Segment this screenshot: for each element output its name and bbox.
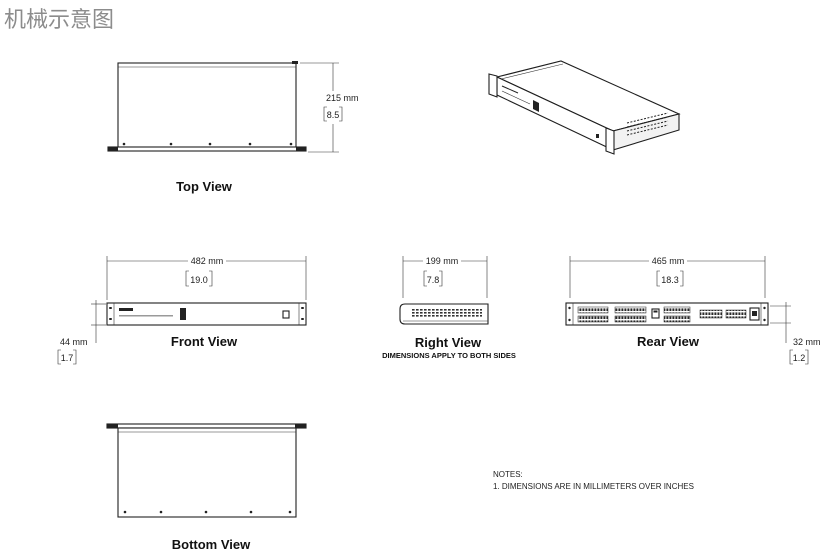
page-title: 机械示意图 [4,8,114,33]
rear-view-mount-hole [568,306,571,310]
iso-logo [501,85,519,94]
notes-heading: NOTES: [493,470,523,479]
iso-front-button [596,134,599,138]
right-view-note: DIMENSIONS APPLY TO BOTH SIDES [382,351,516,360]
bottom-view-screw [204,510,208,514]
front-view-height-mm: 44 mm [60,337,88,347]
rear-view-terminal-block [577,315,609,323]
front-view-height-inch-bracket [57,349,77,365]
top-view-depth-mm: 215 mm [326,93,359,103]
right-view-drawing: 199 mm 7.8 [399,256,489,325]
bottom-view-screw [288,510,292,514]
rear-view-drawing: 465 mm 18.3 32 mm 1.2 [565,256,821,365]
top-view-screw [208,142,212,146]
bottom-view-drawing [106,423,307,518]
iso-side-vents [626,116,669,128]
rear-view-terminal-block [725,309,747,319]
front-view-width-in: 19.0 [190,275,208,285]
front-view-button [282,310,290,319]
notes-item: 1. DIMENSIONS ARE IN MILLIMETERS OVER IN… [493,482,694,491]
bottom-view-ear-left [107,424,118,428]
rear-view-height-mm: 32 mm [793,337,821,347]
rear-view-width-in: 18.3 [661,275,679,285]
front-view-width-inch-bracket [185,270,213,287]
front-view-mount-hole [301,307,304,309]
front-view-mount-hole [301,318,304,320]
top-view-label: Top View [176,179,233,194]
iso-ear-left [488,73,498,98]
top-view-screw [122,142,126,146]
right-view-depth-in: 7.8 [427,275,440,285]
rear-view-network-port-contacts [653,310,658,313]
iso-side-vents [626,112,669,124]
isometric-view-drawing [488,60,681,155]
front-view-stripe [119,315,173,317]
bottom-view-screw [123,510,127,514]
iso-front-stripe [501,90,531,105]
front-view-width-mm: 482 mm [191,256,224,266]
bottom-view-screw [249,510,253,514]
iso-front-grid [533,100,539,112]
rear-view-terminal-block [663,306,691,314]
top-view-depth-in: 8.5 [327,110,340,120]
rear-view-height-in: 1.2 [793,353,806,363]
bottom-view-body [117,427,297,518]
rear-view-mount-hole [568,318,571,322]
rear-view-terminal-block [577,306,609,314]
rear-view-height-inch-bracket [789,349,809,365]
top-view-inch-bracket [323,106,343,122]
rear-view-mount-hole [763,318,766,322]
right-view-vents [412,309,482,318]
front-view-indicator-grid [180,308,186,320]
rear-view-terminal-block [699,309,723,319]
rear-view-width-mm: 465 mm [652,256,685,266]
front-view-drawing: 482 mm 19.0 44 mm 1.7 [57,256,307,365]
rear-view-terminal-block [663,315,691,323]
top-view-ear-right [296,147,306,151]
front-view-label: Front View [171,334,238,349]
rear-view-terminal-block [614,315,647,323]
top-view-screw [169,142,173,146]
iso-top-cover-edge [500,63,564,80]
rear-view-label: Rear View [637,334,700,349]
front-view-logo [119,308,133,311]
rear-view-terminal-block [614,306,647,314]
front-view-body [106,302,307,326]
top-view-corner-tab [292,61,298,64]
bottom-view-screw [159,510,163,514]
bottom-view-rack-ears [106,423,307,429]
right-view-label: Right View [415,335,482,350]
right-view-depth-mm: 199 mm [426,256,459,266]
iso-ear-right [605,127,615,155]
right-view-inch-bracket [423,270,443,287]
front-view-mount-hole [109,307,112,309]
bottom-view-ear-right [295,424,306,428]
rear-view-width-inch-bracket [656,270,684,287]
top-view-drawing: 215 mm 8.5 [107,61,359,153]
top-view-rack-ears [107,146,307,152]
iso-side-vents [626,120,669,132]
rear-view-network-port [651,308,660,319]
iso-side-vents [626,124,669,136]
top-view-screw [289,142,293,146]
bottom-view-label: Bottom View [172,537,251,552]
front-view-height-in: 1.7 [61,353,74,363]
rear-view-mount-hole [763,306,766,310]
top-view-body [117,62,297,149]
top-view-ear-left [108,147,118,151]
top-view-screw [248,142,252,146]
front-view-mount-hole [109,318,112,320]
rear-view-power-pins [752,311,757,316]
